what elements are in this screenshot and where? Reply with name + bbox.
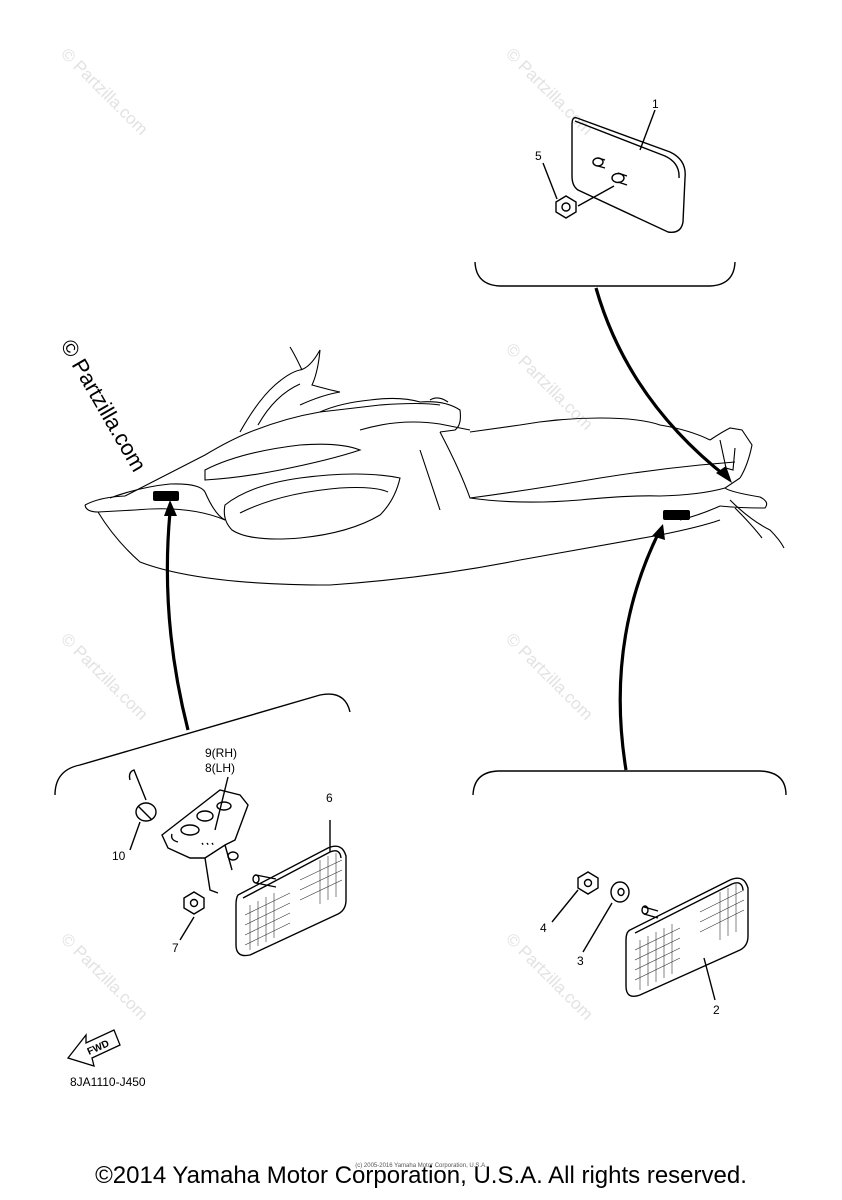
callout-1: 1 (652, 97, 659, 111)
location-arrows (165, 287, 729, 771)
watermark: © Partzilla.com (57, 629, 151, 723)
watermark: © Partzilla.com (57, 44, 151, 138)
watercraft-outline (84, 346, 785, 586)
reflector-marker-front (153, 491, 179, 501)
watermark: © Partzilla.com (502, 44, 596, 138)
reflector-6-hatch (244, 853, 343, 950)
callout-8: 8(LH) (205, 761, 235, 775)
watermark: © Partzilla.com (502, 929, 596, 1023)
callout-5: 5 (535, 149, 542, 163)
watermark: © Partzilla.com (57, 929, 151, 1023)
callout-2: 2 (713, 1003, 720, 1017)
callout-10: 10 (112, 849, 126, 863)
reflector-2-hatch (634, 884, 745, 990)
callout-7: 7 (172, 941, 179, 955)
detail-top-right (474, 109, 736, 287)
reflector-marker-rear (663, 510, 690, 520)
watermark-large: © Partzilla.com (56, 335, 152, 476)
diagram-code: 8JA1110-J450 (70, 1075, 146, 1089)
copyright-footer: ©2014 Yamaha Motor Corporation, U.S.A. A… (95, 1162, 747, 1189)
callout-4: 4 (540, 921, 547, 935)
watermark: © Partzilla.com (502, 629, 596, 723)
watermark: © Partzilla.com (502, 339, 596, 433)
detail-bottom-left (54, 693, 351, 957)
callout-9: 9(RH) (205, 746, 237, 760)
callout-6: 6 (326, 791, 333, 805)
small-copyright: (c) 2005-2016 Yamaha Motor Corporation, … (355, 1163, 487, 1169)
callout-3: 3 (577, 954, 584, 968)
arrowheads (164, 466, 732, 540)
fwd-arrow: FWD (66, 1029, 121, 1067)
detail-bottom-right (472, 770, 787, 1001)
